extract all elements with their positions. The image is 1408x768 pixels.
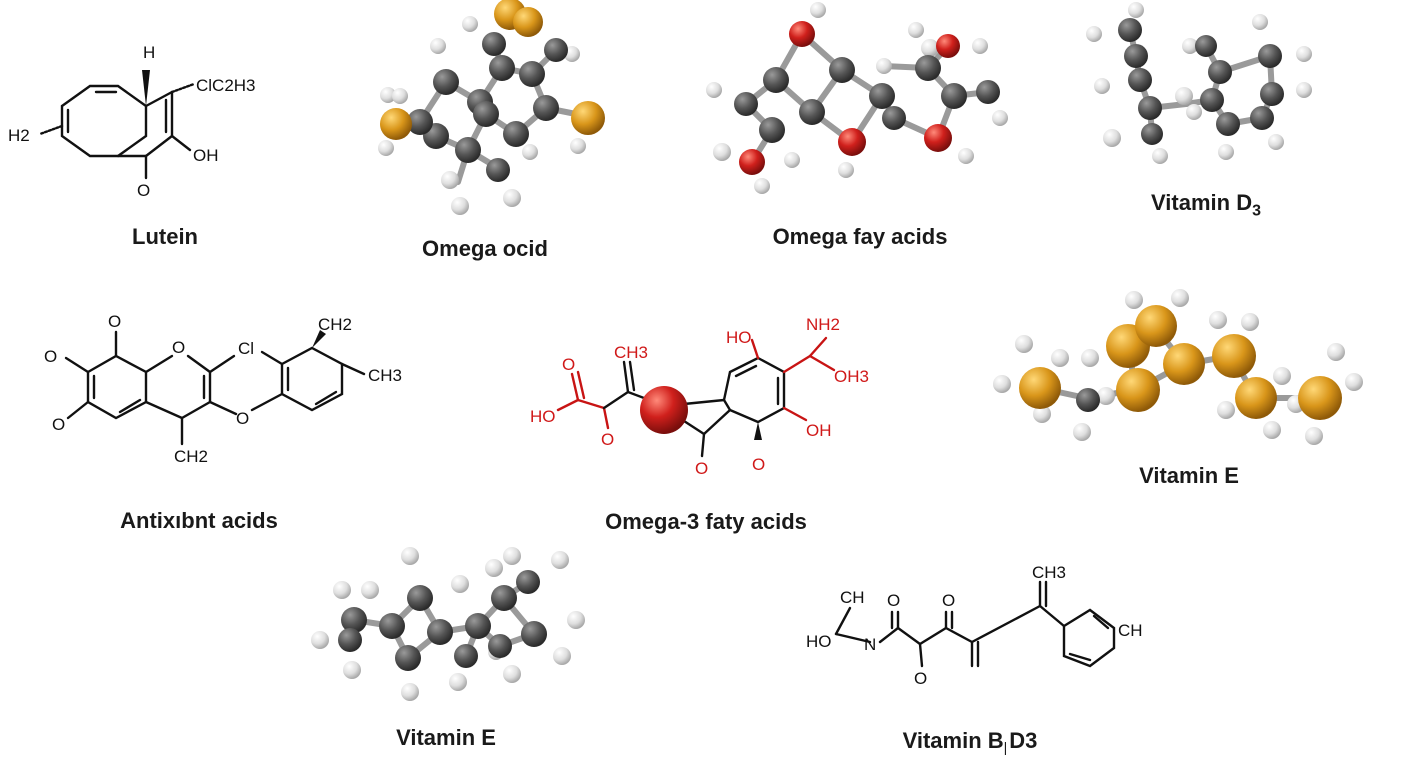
b1d3-o3: O (914, 669, 927, 688)
antiox-o-top: O (108, 312, 121, 331)
caption-vitamin-d3-subscript: 3 (1252, 202, 1261, 220)
vitamin-d3-model (1086, 2, 1312, 164)
antioxidant-structure: O O O O Cl CH2 CH3 O CH2 (44, 312, 402, 466)
omega3-o-below: O (601, 430, 614, 449)
caption-vitamin-d3-text: Vitamin D (1151, 190, 1253, 215)
caption-vitamin-e-right: Vitamin E (1139, 463, 1239, 488)
omega3-oh3: OH3 (834, 367, 869, 386)
vitamin-b1d3-structure: CH HO N O O O CH3 CH (806, 563, 1143, 688)
caption-vitamin-b1d3-text: Vitamin B (902, 728, 1004, 753)
omega3-oxygen-sphere (640, 386, 688, 434)
caption-vitamin-b1d3: Vitamin B|D3 (902, 728, 1038, 755)
caption-antioxidant-acids: Antixıbnt acids (120, 508, 278, 533)
antiox-o-left2: O (52, 415, 65, 434)
lutein-bonds (38, 70, 196, 180)
b1d3-ch3: CH3 (1032, 563, 1066, 582)
omega3-ho-left: HO (530, 407, 556, 426)
vitamin-e-carbon-model (311, 547, 585, 701)
antiox-ch2-top: CH2 (318, 315, 352, 334)
caption-vitamin-b1d3-suffix: D3 (1009, 728, 1038, 753)
b1d3-ch: CH (840, 588, 865, 607)
antiox-cl: Cl (238, 339, 254, 358)
b1d3-o1: O (887, 591, 900, 610)
b1d3-n: N (864, 635, 876, 654)
omega3-o-bot2: O (752, 455, 765, 474)
omega3-structure: CH3 HO NH2 OH3 O HO O O O OH (530, 315, 869, 478)
omega3-o-left: O (562, 355, 575, 374)
antiox-ch3: CH3 (368, 366, 402, 385)
lutein-o: O (137, 181, 150, 200)
lutein-structure: H ClC2H3 H2 OH O (8, 43, 256, 200)
antiox-ch2-bot: CH2 (174, 447, 208, 466)
omega3-nh2: NH2 (806, 315, 840, 334)
caption-vitamin-e-bottom: Vitamin E (396, 725, 496, 750)
omega3-ho-top: HO (726, 328, 752, 347)
omega-ocid-model (378, 0, 605, 215)
lutein-oh: OH (193, 146, 219, 165)
lutein-clc2h3: ClC2H3 (196, 76, 256, 95)
b1d3-ho: HO (806, 632, 832, 651)
lutein-h2: H2 (8, 126, 30, 145)
caption-omega3-fatty-acids: Omega-3 faty acids (605, 509, 807, 534)
vitamin-e-gold-model (993, 289, 1363, 445)
b1d3-ch-ring: CH (1118, 621, 1143, 640)
caption-omega-fay-acids: Omega fay acids (772, 224, 948, 249)
omega-fay-model (706, 2, 1008, 194)
antiox-o-left1: O (44, 347, 57, 366)
antiox-o-bridge: O (236, 409, 249, 428)
caption-vitamin-d3: Vitamin D3 (1151, 190, 1261, 220)
caption-lutein: Lutein (132, 224, 198, 249)
omega3-o-bot1: O (695, 459, 708, 478)
lutein-h-top: H (143, 43, 155, 62)
caption-omega-ocid: Omega ocid (422, 236, 548, 261)
b1d3-o2: O (942, 591, 955, 610)
omega3-oh: OH (806, 421, 832, 440)
antiox-o-ring: O (172, 338, 185, 357)
omega3-ch3: CH3 (614, 343, 648, 362)
